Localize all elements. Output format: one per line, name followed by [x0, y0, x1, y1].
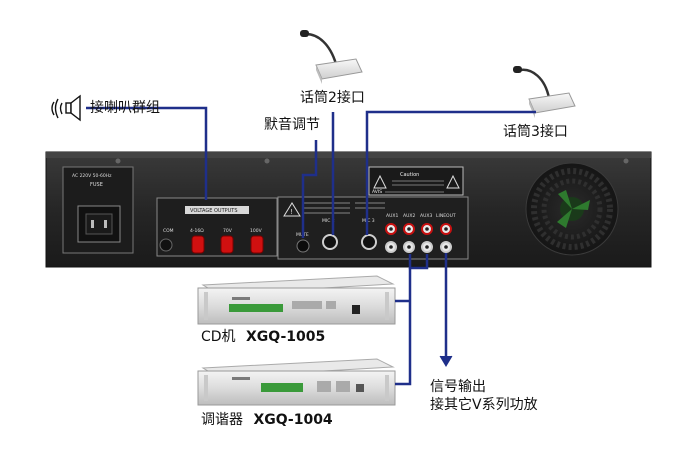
tuner-model: XGQ-1004	[253, 412, 333, 428]
caution-text: Caution	[400, 172, 419, 178]
mic3-jack-label: MIC 3	[362, 218, 375, 224]
caution-label: Caution AVIS	[368, 166, 464, 196]
speaker-group-label: 接喇叭群组	[90, 100, 160, 116]
tuner-unit	[197, 358, 396, 406]
lineout-arrowhead	[439, 355, 453, 367]
wiring	[86, 106, 536, 386]
cd-display	[229, 304, 283, 312]
terminal-4-16[interactable]	[191, 235, 205, 254]
out-4-16-label: 4-16Ω	[190, 228, 204, 234]
cd-player-label: CD机 XGQ-1005	[201, 330, 325, 344]
power-module: AC 220V 50-60Hz FUSE	[62, 166, 134, 254]
cd-power-button[interactable]	[352, 305, 360, 314]
mute-label: 默音调节	[264, 117, 320, 133]
svg-text:!: !	[290, 208, 293, 216]
terminal-com[interactable]	[159, 238, 173, 252]
speaker-icon	[51, 94, 81, 122]
power-rating-text: AC 220V 50-60Hz	[72, 173, 112, 179]
outputs-title: VOLTAGE OUTPUTS	[190, 208, 238, 214]
mute-jack[interactable]	[296, 239, 310, 253]
signal-output-label: 信号输出	[430, 379, 486, 395]
out-70v-label: 70V	[223, 228, 233, 234]
lineout-label: LINEOUT	[436, 213, 456, 219]
cd-player-unit	[197, 275, 396, 325]
input-module: ! MUTE MIC 2 MIC 3 AUX1 AUX2 AUX3 LINEOU…	[277, 196, 469, 260]
aux1-label: AUX1	[386, 213, 398, 219]
mic3-label: 话筒3接口	[503, 124, 568, 140]
out-100v-label: 100V	[250, 228, 263, 234]
amplifier-rear-panel: AC 220V 50-60Hz FUSE VOLTAGE OUTPUTS COM…	[45, 151, 652, 268]
mic2-jack[interactable]	[322, 234, 338, 250]
microphone-2	[300, 30, 363, 84]
fuse-text: FUSE	[90, 182, 103, 188]
cd-player-model: XGQ-1005	[246, 329, 326, 345]
cd-player-name: CD机	[201, 329, 236, 345]
signal-output-sub-label: 接其它V系列功放	[430, 397, 538, 413]
voltage-outputs-module: VOLTAGE OUTPUTS COM 4-16Ω 70V 100V	[156, 197, 278, 257]
aux3-label: AUX3	[420, 213, 432, 219]
out-com-label: COM	[163, 228, 174, 234]
mic2-jack-label: MIC 2	[322, 218, 335, 224]
tuner-power-button[interactable]	[356, 384, 364, 392]
avis-text: AVIS	[372, 189, 382, 195]
mic3-jack[interactable]	[361, 234, 377, 250]
mic2-label: 话筒2接口	[300, 90, 365, 106]
terminal-70v[interactable]	[220, 235, 234, 254]
microphone-3	[513, 66, 576, 118]
tuner-name: 调谐器	[201, 412, 243, 428]
tuner-label: 调谐器 XGQ-1004	[201, 413, 333, 427]
terminal-100v[interactable]	[250, 235, 264, 254]
aux2-label: AUX2	[403, 213, 415, 219]
cooling-fan	[525, 162, 619, 256]
tuner-display	[261, 383, 303, 392]
